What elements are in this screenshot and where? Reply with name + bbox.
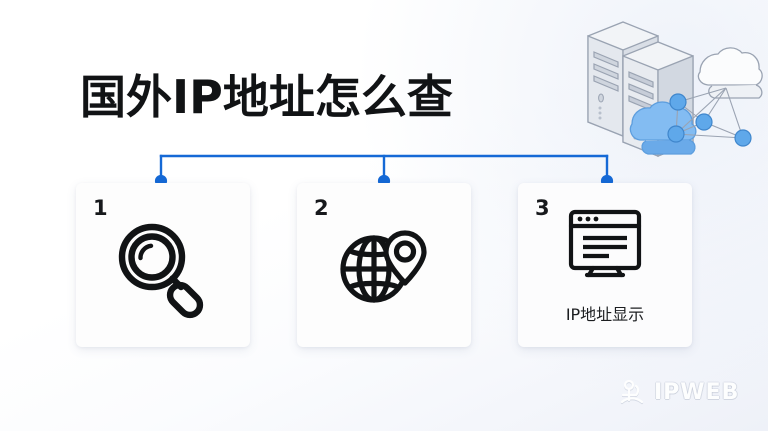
cloud-outline <box>697 47 763 99</box>
step-number-1: 1 <box>93 196 108 220</box>
step-number-2: 2 <box>314 196 329 220</box>
ipweb-logo-icon <box>620 379 644 404</box>
watermark: IPWEB <box>618 375 758 409</box>
page-title: 国外IP地址怎么查 <box>80 70 453 124</box>
step-card-3[interactable]: 3 <box>518 183 692 347</box>
globe-location-pin-icon <box>297 217 471 321</box>
browser-window-icon <box>518 205 692 291</box>
step-number-3: 3 <box>535 196 550 220</box>
step-card-1[interactable]: 1 <box>76 183 250 347</box>
server-cloud-network-illustration <box>528 18 764 168</box>
step-caption-3: IP地址显示 <box>565 305 645 324</box>
step-card-2[interactable]: 2 <box>297 183 471 347</box>
watermark-text: IPWEB <box>654 379 740 405</box>
magnifier-icon <box>76 217 250 321</box>
network-nodes <box>667 93 752 147</box>
